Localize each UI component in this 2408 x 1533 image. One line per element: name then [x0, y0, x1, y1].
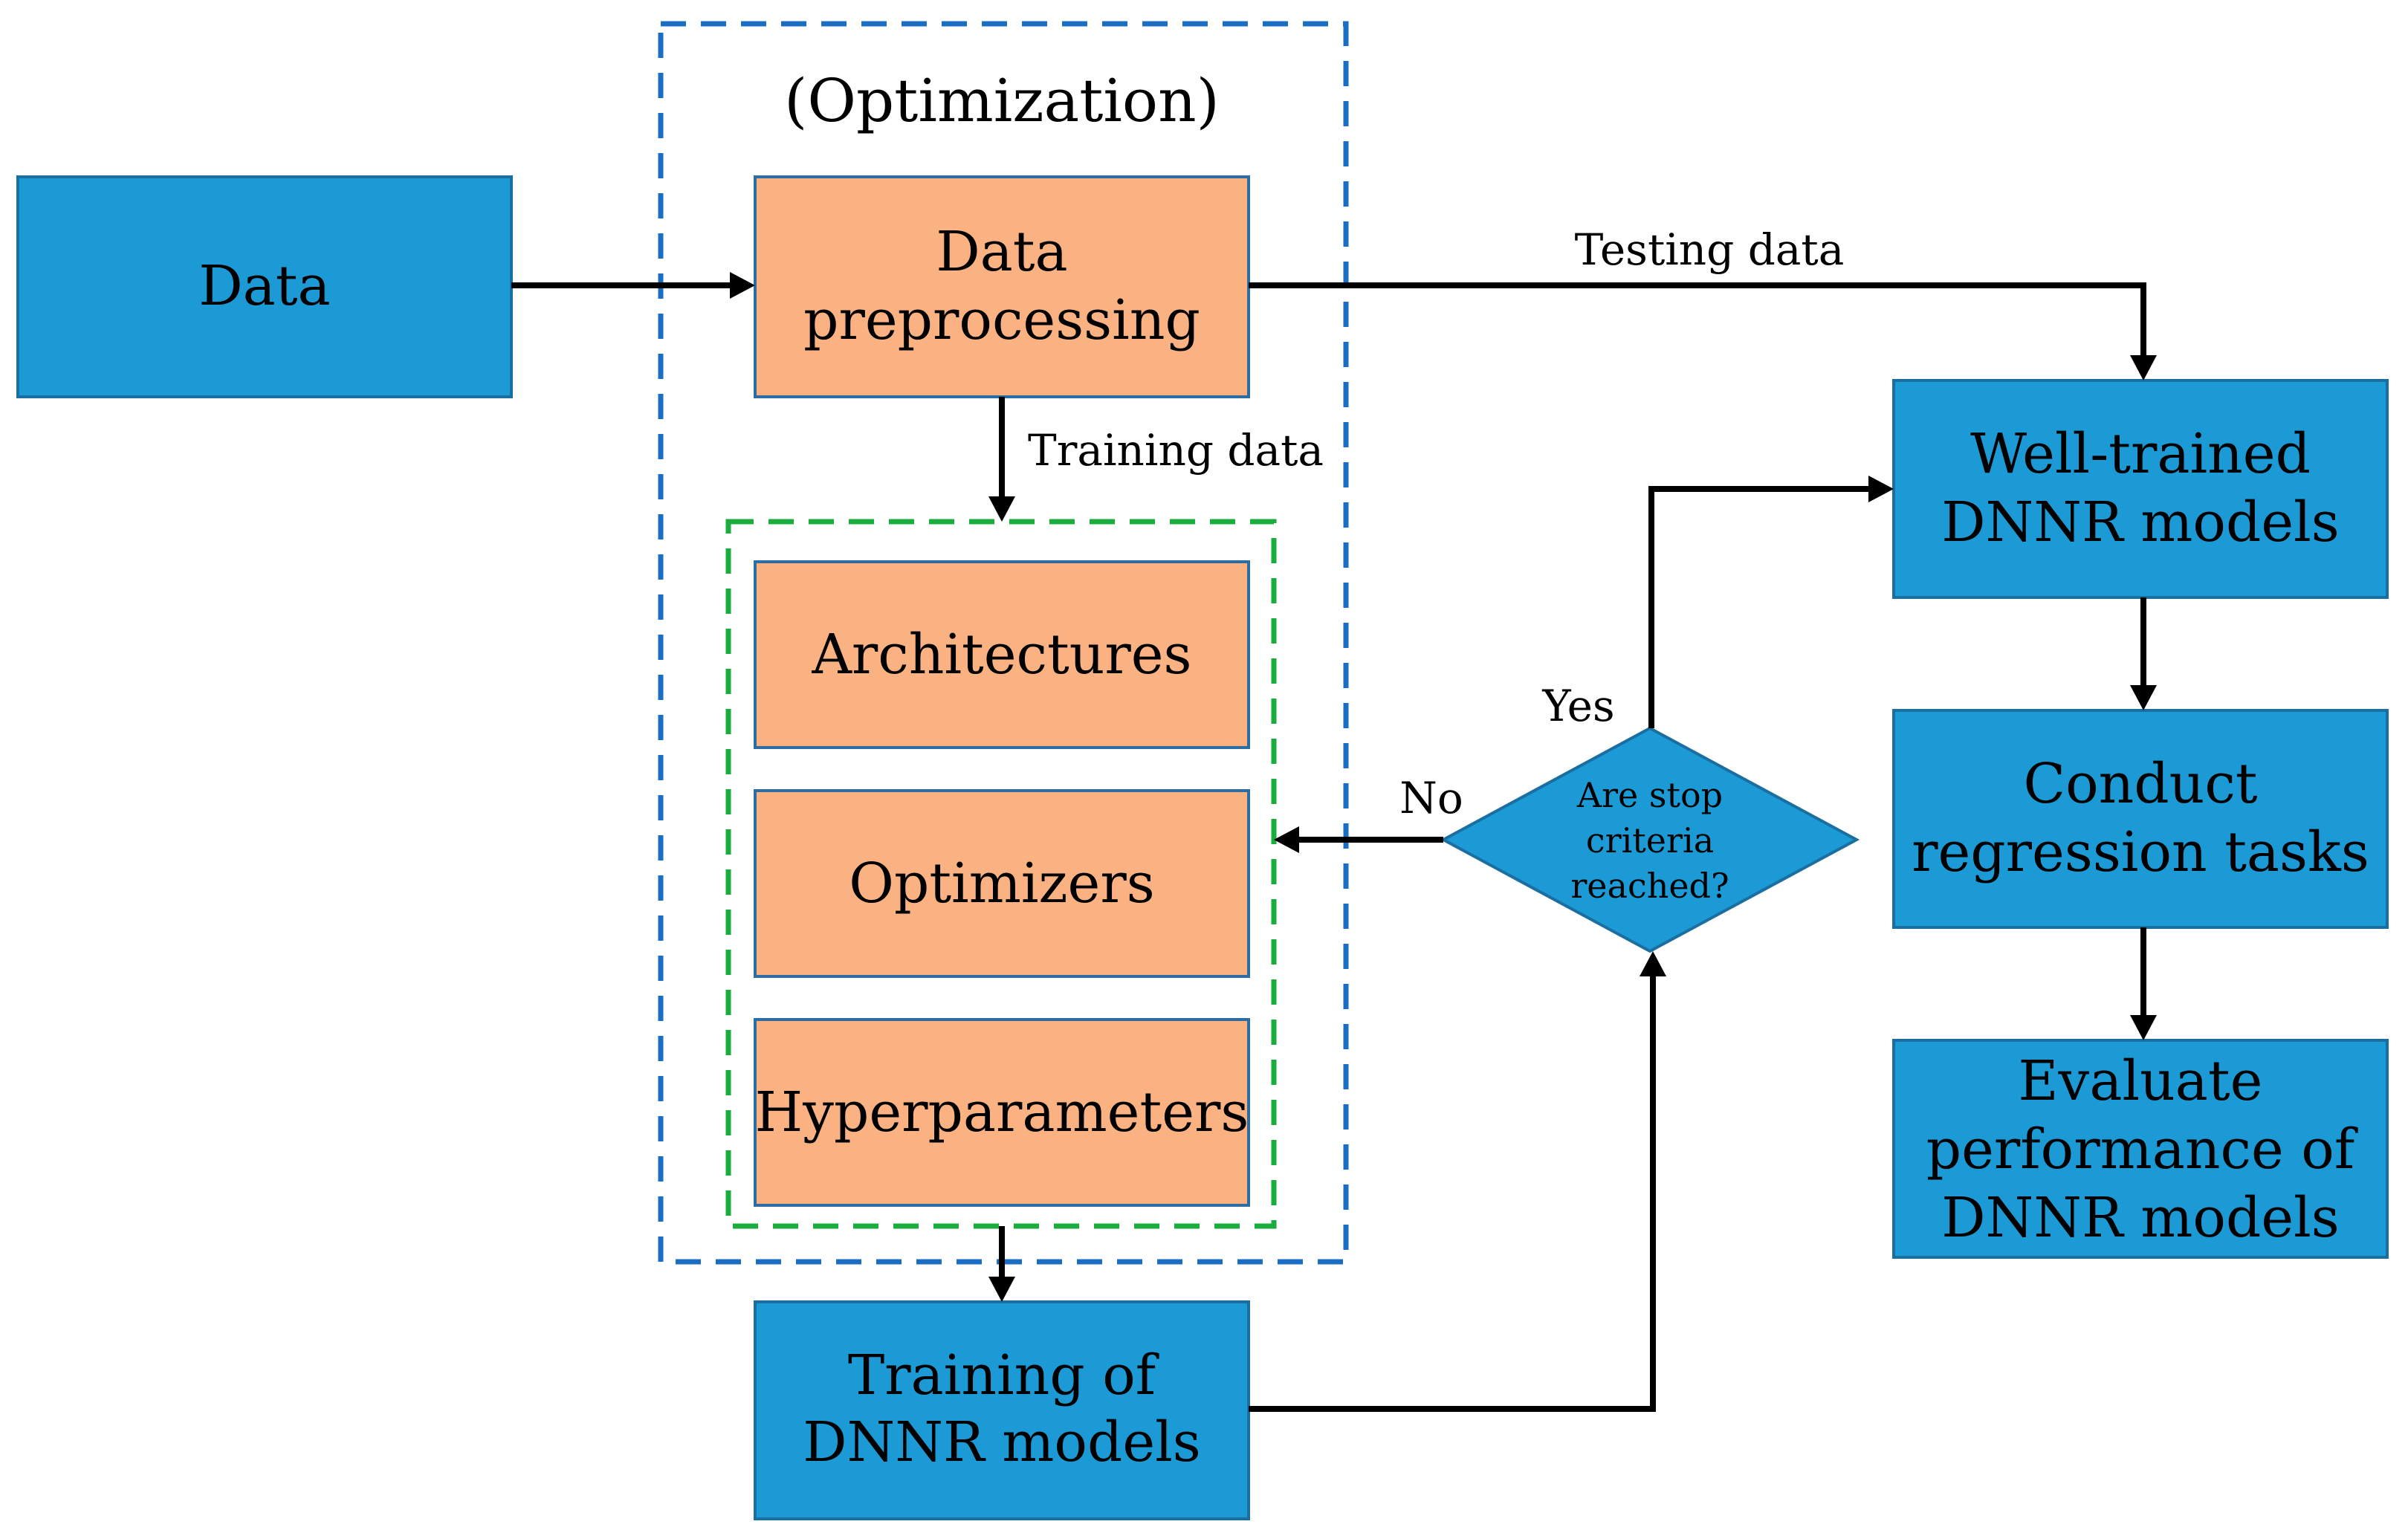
- arrowhead-testing-data: [2130, 355, 2157, 380]
- well-trained-node: Well-trained DNNR models: [1892, 379, 2389, 599]
- svg-text:Evaluate: Evaluate: [2019, 1049, 2263, 1113]
- arrowhead-data-to-preprocessing: [730, 272, 755, 299]
- decision-line-3: reached?: [1570, 866, 1729, 906]
- svg-text:preprocessing: preprocessing: [803, 288, 1200, 352]
- training-line-1: Training of: [848, 1344, 1159, 1407]
- architectures-label: Architectures: [811, 623, 1191, 687]
- testing-data-label: Testing data: [1575, 224, 1845, 275]
- data-preprocessing-line-2: preprocessing: [803, 288, 1200, 352]
- training-data-label: Training data: [1028, 425, 1324, 476]
- arrowhead-yes: [1868, 476, 1894, 502]
- svg-text:Data: Data: [936, 220, 1067, 284]
- conduct-regression-node: Conduct regression tasks: [1892, 709, 2389, 929]
- hyperparameters-node: Hyperparameters: [754, 1018, 1250, 1207]
- data-node-label: Data: [198, 254, 330, 318]
- stop-criteria-decision: Are stop criteria reached?: [1440, 726, 1860, 953]
- arrowhead-training-to-decision: [1640, 951, 1666, 976]
- svg-text:criteria: criteria: [1586, 820, 1714, 861]
- svg-text:Conduct: Conduct: [2023, 752, 2257, 816]
- svg-text:DNNR models: DNNR models: [803, 1410, 1201, 1474]
- arrow-training-to-decision: [1249, 972, 1656, 1412]
- svg-text:Well-trained: Well-trained: [1970, 422, 2311, 486]
- conduct-line-1: Conduct: [2023, 752, 2257, 816]
- svg-text:regression tasks: regression tasks: [1912, 820, 2369, 884]
- architectures-node: Architectures: [754, 560, 1250, 749]
- evaluate-performance-node: Evaluate performance of DNNR models: [1892, 1039, 2389, 1259]
- no-label: No: [1399, 773, 1463, 823]
- arrow-yes: [1648, 486, 1873, 728]
- arrowhead-no: [1274, 826, 1299, 853]
- svg-text:reached?: reached?: [1570, 866, 1729, 906]
- svg-text:performance of: performance of: [1926, 1118, 2358, 1182]
- hyperparameters-label: Hyperparameters: [755, 1080, 1249, 1144]
- arrowhead-well-trained-to-conduct: [2130, 685, 2157, 710]
- arrowhead-training-data: [988, 496, 1015, 522]
- optimizers-node: Optimizers: [754, 789, 1250, 978]
- training-line-2: DNNR models: [803, 1410, 1201, 1474]
- svg-text:DNNR models: DNNR models: [1941, 490, 2340, 554]
- evaluate-line-3: DNNR models: [1941, 1186, 2340, 1250]
- data-preprocessing-node: Data preprocessing: [754, 175, 1250, 398]
- decision-line-2: criteria: [1586, 820, 1714, 861]
- arrowhead-conduct-to-evaluate: [2130, 1015, 2157, 1040]
- yes-label: Yes: [1541, 681, 1614, 731]
- arrow-testing-data: [1249, 282, 2146, 360]
- optimization-label: (Optimization): [784, 66, 1220, 135]
- data-preprocessing-line-1: Data: [936, 220, 1067, 284]
- svg-text:Training of: Training of: [848, 1344, 1159, 1407]
- well-trained-line-1: Well-trained: [1970, 422, 2311, 486]
- evaluate-line-1: Evaluate: [2019, 1049, 2263, 1113]
- optimizers-label: Optimizers: [849, 852, 1154, 915]
- conduct-line-2: regression tasks: [1912, 820, 2369, 884]
- data-node: Data: [16, 175, 513, 398]
- decision-line-1: Are stop: [1576, 775, 1723, 815]
- well-trained-line-2: DNNR models: [1941, 490, 2340, 554]
- training-node: Training of DNNR models: [754, 1300, 1250, 1520]
- svg-text:Are stop: Are stop: [1576, 775, 1723, 815]
- evaluate-line-2: performance of: [1926, 1118, 2358, 1182]
- model-config-frame: [725, 519, 1277, 1229]
- svg-text:DNNR models: DNNR models: [1941, 1186, 2340, 1250]
- arrowhead-config-to-training: [988, 1277, 1015, 1302]
